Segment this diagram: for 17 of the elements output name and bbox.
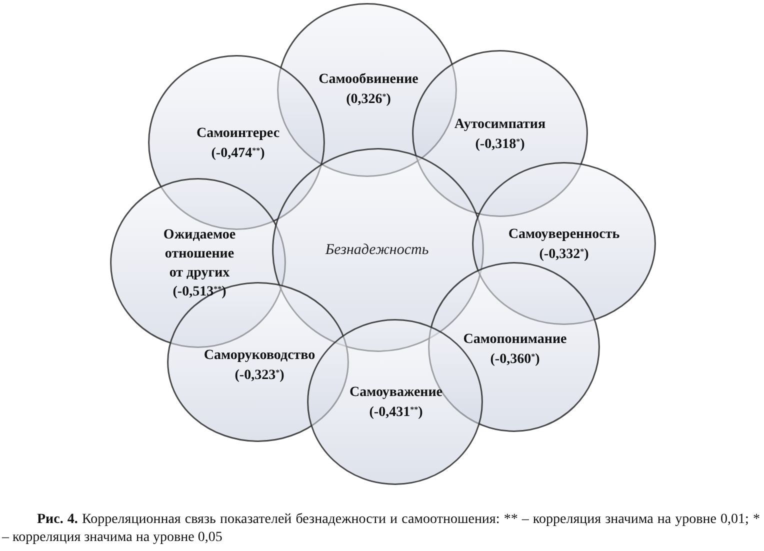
circle-label: Безнадежность [325,241,429,260]
scale-name: Ожидаемое отношение от других [162,226,237,282]
correlation-value: (-0,318$^{*}$) [475,136,525,154]
correlation-value: (-0,332$^{*}$) [539,246,589,264]
figure-caption: Рис. 4. Корреляционная связь показателей безнадежности и самоотношения: ** – корреляция значима на уровне 0,01; * – корреляция значима на уровне 0,05 [2,511,760,547]
correlation-value: (0,326$^{*}$) [346,90,391,108]
scale-name: Аутосимпатия [454,116,546,134]
scale-name: Самоинтерес [196,124,280,142]
scale-name: Саморуководство [204,347,316,365]
scale-name: Самоуверенность [508,226,620,244]
scale-name: Самообвинение [318,70,418,88]
correlation-value: (-0,431$^{**}$) [369,404,423,422]
scale-name: Самопонимание [463,330,567,348]
correlation-value: (-0,360$^{*}$) [490,350,540,368]
correlation-value: (-0,323$^{*}$) [234,367,284,385]
correlation-value: (-0,474$^{**}$) [211,144,265,162]
scale-name: Самоуважение [349,384,443,402]
